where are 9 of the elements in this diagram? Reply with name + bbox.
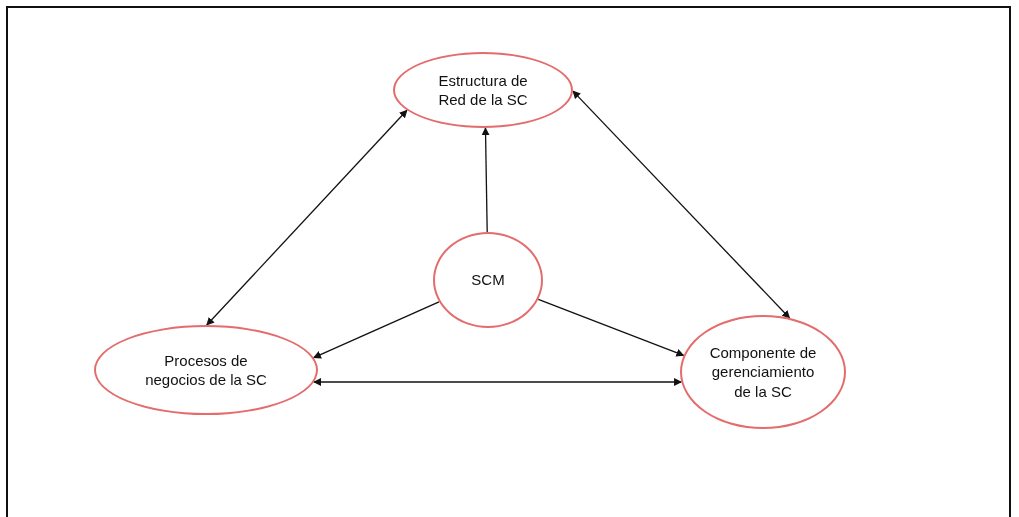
node-label: SCM xyxy=(471,270,505,290)
node-label: Estructura de Red de la SC xyxy=(437,70,529,110)
node-label: Procesos de negocios de la SC xyxy=(144,350,268,390)
arrow xyxy=(313,301,440,359)
arrow xyxy=(206,109,408,326)
arrow xyxy=(313,378,683,386)
arrow xyxy=(537,298,685,357)
arrow xyxy=(481,127,490,233)
node-label: Componente de gerenciamiento de la SC xyxy=(708,342,818,402)
